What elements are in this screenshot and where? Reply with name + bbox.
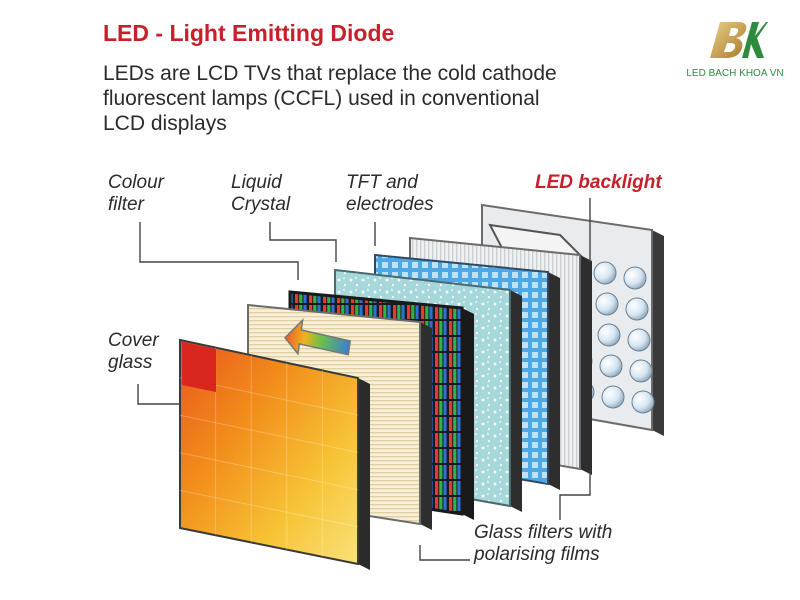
layer-cover-glass	[179, 338, 370, 570]
bk-logo-icon	[710, 22, 768, 58]
label-cover-glass: Cover glass	[108, 330, 159, 373]
leader-glass-filters-a	[419, 545, 470, 561]
led-dot	[629, 359, 653, 383]
label-tft-electrodes: TFT and electrodes	[346, 172, 434, 215]
cover-grid-line	[179, 452, 359, 491]
led-dot	[627, 328, 651, 352]
led-dot	[593, 261, 617, 285]
led-dot	[623, 266, 647, 290]
leader-glass-filters-b	[559, 470, 591, 520]
layer-led-backlight-edge	[652, 230, 664, 436]
led-dot	[601, 385, 625, 409]
subtitle: LEDs are LCD TVs that replace the cold c…	[103, 61, 663, 136]
cover-grid-line	[179, 489, 359, 528]
leader-lines	[137, 198, 591, 561]
cover-red-pixel	[182, 342, 216, 392]
leader-liquid-crystal	[269, 222, 337, 262]
layer-tft-edge	[548, 272, 560, 490]
page-title: LED - Light Emitting Diode	[103, 20, 395, 46]
label-glass-filters: Glass filters with polarising films	[474, 522, 613, 565]
led-dot	[631, 390, 655, 414]
led-dot	[625, 297, 649, 321]
label-led-backlight: LED backlight	[535, 172, 662, 193]
cover-grid-line	[179, 414, 359, 453]
brand-logo: LED BACH KHOA VN	[680, 18, 790, 82]
layer-liquid-crystal-edge	[510, 290, 522, 512]
subtitle-line-3: LCD displays	[103, 112, 227, 135]
led-dot	[597, 323, 621, 347]
label-liquid-crystal: Liquid Crystal	[231, 172, 291, 215]
layer-cover-glass-edge	[358, 378, 370, 570]
layer-polariser-back-edge	[580, 255, 592, 475]
label-colour-filter: Colour filter	[108, 172, 164, 215]
leader-colour-filter	[139, 222, 299, 280]
cover-glass-pixel-grid	[179, 342, 359, 557]
led-dot	[599, 354, 623, 378]
logo-text: LED BACH KHOA VN	[686, 68, 784, 79]
layer-polariser-front-edge	[420, 322, 432, 530]
subtitle-line-2: fluorescent lamps (CCFL) used in convent…	[103, 87, 540, 110]
layer-cover-glass-face	[179, 338, 359, 566]
layer-colour-filter-edge	[462, 308, 474, 520]
leader-cover-glass	[137, 384, 180, 405]
light-arrow-front	[284, 317, 352, 356]
subtitle-line-1: LEDs are LCD TVs that replace the cold c…	[103, 62, 557, 85]
led-dot	[595, 292, 619, 316]
